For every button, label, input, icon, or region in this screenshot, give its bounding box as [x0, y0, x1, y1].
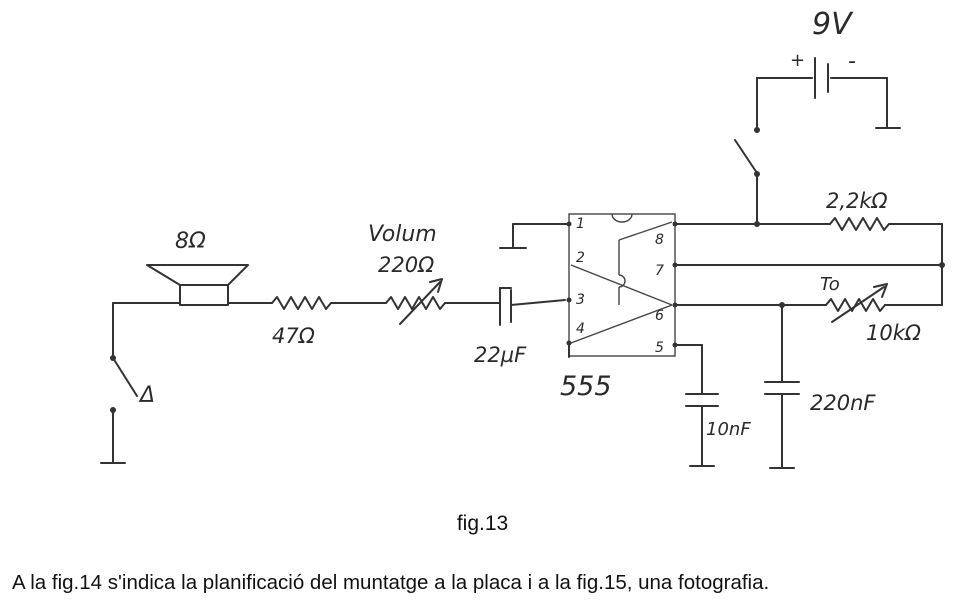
- figure-caption: fig.13: [456, 512, 509, 535]
- supply-voltage-label: 9V: [812, 7, 854, 42]
- pin-7-label: 7: [655, 263, 664, 279]
- pot-value-label: 10kΩ: [866, 321, 921, 345]
- cap-220nf: [764, 304, 800, 469]
- battery-9v: [756, 57, 901, 129]
- volume-label: Volum: [368, 222, 437, 247]
- r-2k2-label: 2,2kΩ: [826, 189, 888, 213]
- cap-10nf-label: 10nF: [706, 419, 751, 440]
- volume-pot: [334, 278, 501, 325]
- cap-22uf-label: 22µF: [474, 343, 527, 367]
- pin-4-label: 4: [576, 321, 585, 337]
- pin-1-label: 1: [576, 216, 585, 232]
- pin-2-label: 2: [576, 250, 585, 266]
- pin-5-label: 5: [655, 340, 664, 356]
- resistor-47-label: 47Ω: [272, 324, 315, 348]
- ic-555: [568, 213, 676, 357]
- pin1-ground: [499, 223, 570, 249]
- pot-label: To: [820, 274, 840, 295]
- cap-220nf-label: 220nF: [810, 391, 876, 415]
- pin-8-label: 8: [655, 232, 664, 248]
- pin6-rail: [674, 264, 943, 323]
- speaker: [112, 264, 249, 306]
- pin-6-label: 6: [655, 308, 664, 324]
- resistor-47: [233, 296, 336, 310]
- pin7-rail: [674, 262, 945, 268]
- battery-minus-sign: -: [848, 49, 856, 74]
- cap-10nf: [674, 344, 719, 467]
- battery-plus-sign: +: [790, 50, 805, 71]
- power-switch: [734, 127, 760, 227]
- speaker-label: 8Ω: [175, 229, 206, 254]
- volume-value-label: 220Ω: [378, 253, 434, 277]
- push-button-symbol: Δ: [138, 383, 155, 408]
- push-switch: [100, 302, 138, 464]
- cap-22uf: [499, 287, 566, 326]
- pin-3-label: 3: [576, 292, 585, 308]
- ic-label: 555: [560, 371, 612, 402]
- body-text: A la fig.14 s'indica la planificació del…: [12, 571, 770, 594]
- top-rail: [674, 217, 943, 303]
